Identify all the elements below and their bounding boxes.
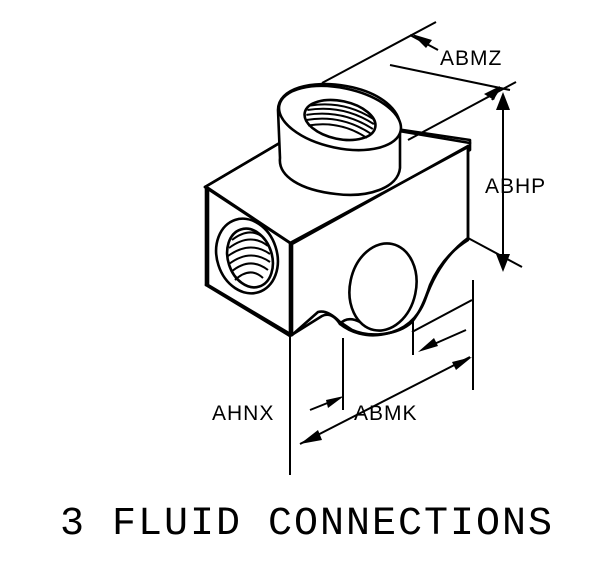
figure-caption: 3 FLUID CONNECTIONS xyxy=(59,502,555,547)
front-port xyxy=(214,217,280,295)
label-ahnx: AHNX xyxy=(212,402,275,425)
dim-abhp xyxy=(407,81,523,272)
fitting-body xyxy=(203,116,472,338)
dim-abmz xyxy=(321,21,511,101)
dim-abmk xyxy=(289,280,474,475)
label-abhp: ABHP xyxy=(485,175,547,198)
label-abmk: ABMK xyxy=(354,402,418,425)
label-abmz: ABMZ xyxy=(440,47,503,70)
side-port xyxy=(348,242,418,332)
top-port xyxy=(276,82,403,197)
